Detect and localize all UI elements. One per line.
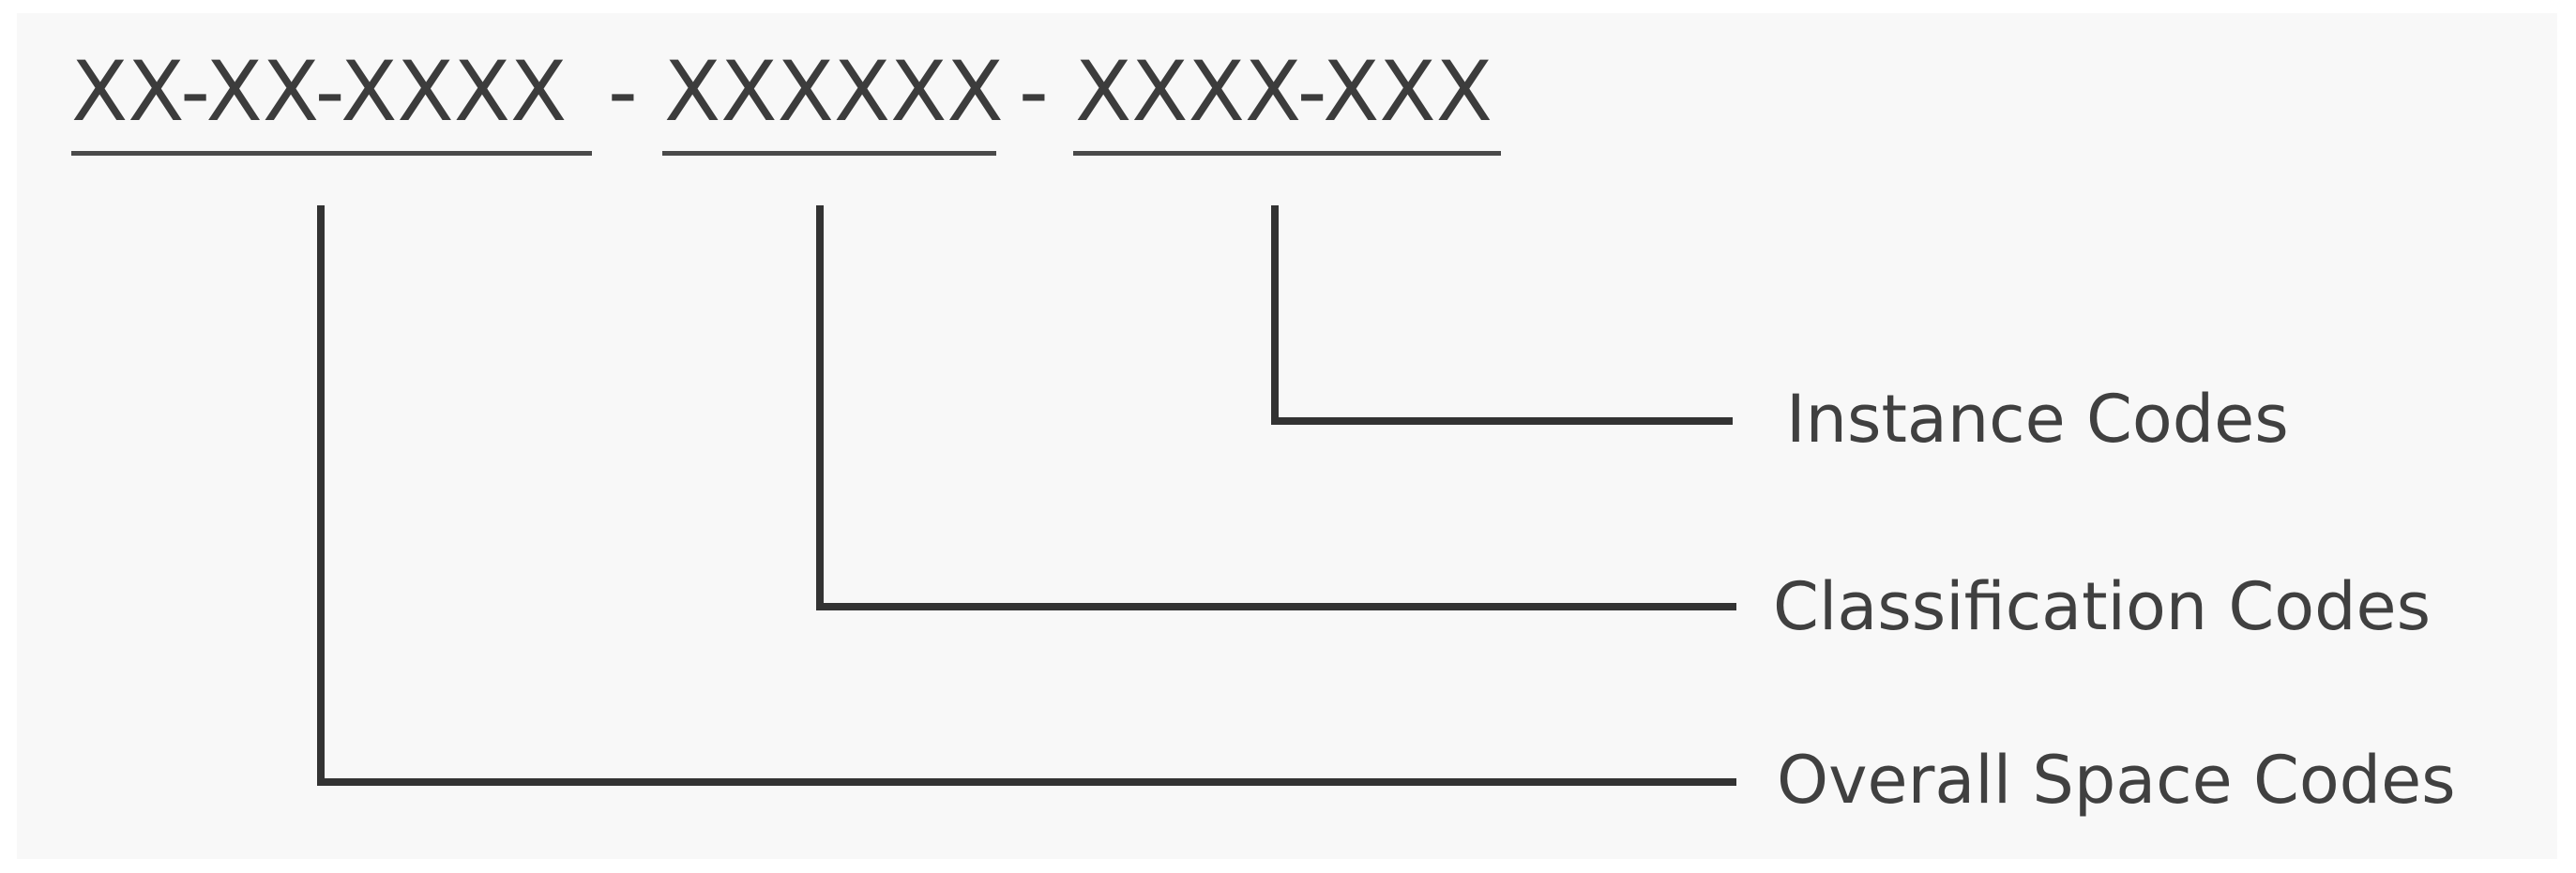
classification-codes-label: Classification Codes bbox=[1773, 568, 2432, 645]
instance-connector-horizontal bbox=[1271, 417, 1733, 425]
diagram-canvas: XX-XX-XXXX - XXXXXX - XXXX-XXX Instance … bbox=[17, 13, 2557, 859]
instance-codes-label: Instance Codes bbox=[1786, 381, 2289, 458]
instance-underline bbox=[1073, 151, 1501, 156]
classification-segment: XXXXXX bbox=[664, 43, 1004, 140]
classification-underline bbox=[662, 151, 996, 156]
classification-connector-vertical bbox=[816, 205, 824, 610]
instance-segment: XXXX-XXX bbox=[1075, 43, 1493, 140]
classification-connector-horizontal bbox=[816, 603, 1736, 610]
overall-space-codes-label: Overall Space Codes bbox=[1777, 742, 2456, 819]
separator-2: - bbox=[1019, 43, 1049, 140]
instance-connector-vertical bbox=[1271, 205, 1279, 425]
overall-space-segment: XX-XX-XXXX bbox=[71, 43, 568, 140]
separator-1: - bbox=[608, 43, 638, 140]
overall-space-underline bbox=[71, 151, 592, 156]
overall-space-connector-horizontal bbox=[317, 778, 1736, 786]
overall-space-connector-vertical bbox=[317, 205, 325, 786]
